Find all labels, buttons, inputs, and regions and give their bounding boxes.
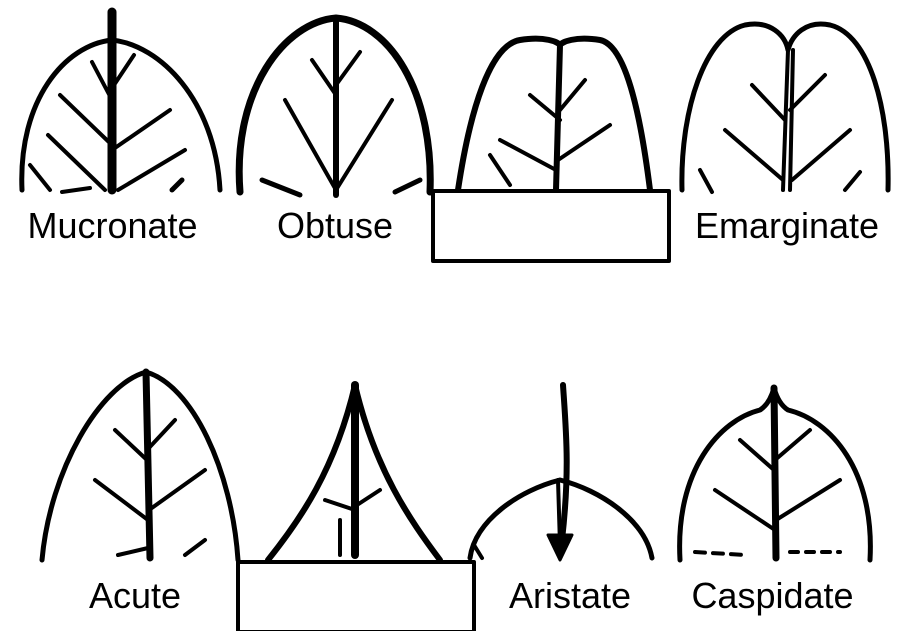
leaf-caspidate — [680, 388, 871, 560]
label-emarginate: Emarginate — [682, 208, 892, 244]
leaf-acute — [42, 372, 238, 560]
leaf-obtuse — [239, 18, 430, 195]
leaf-emarginate — [682, 24, 888, 192]
label-obtuse: Obtuse — [255, 208, 415, 244]
label-acute: Acute — [70, 578, 200, 614]
leaf-aristate — [470, 385, 652, 560]
label-caspidate: Caspidate — [675, 578, 870, 614]
answer-box-top — [433, 191, 669, 261]
leaf-mucronate — [22, 12, 220, 192]
leaf-unlabeled-top — [458, 39, 650, 190]
leaf-unlabeled-bottom — [268, 385, 440, 560]
label-aristate: Aristate — [495, 578, 645, 614]
label-mucronate: Mucronate — [15, 208, 210, 244]
answer-box-bottom — [238, 562, 474, 631]
